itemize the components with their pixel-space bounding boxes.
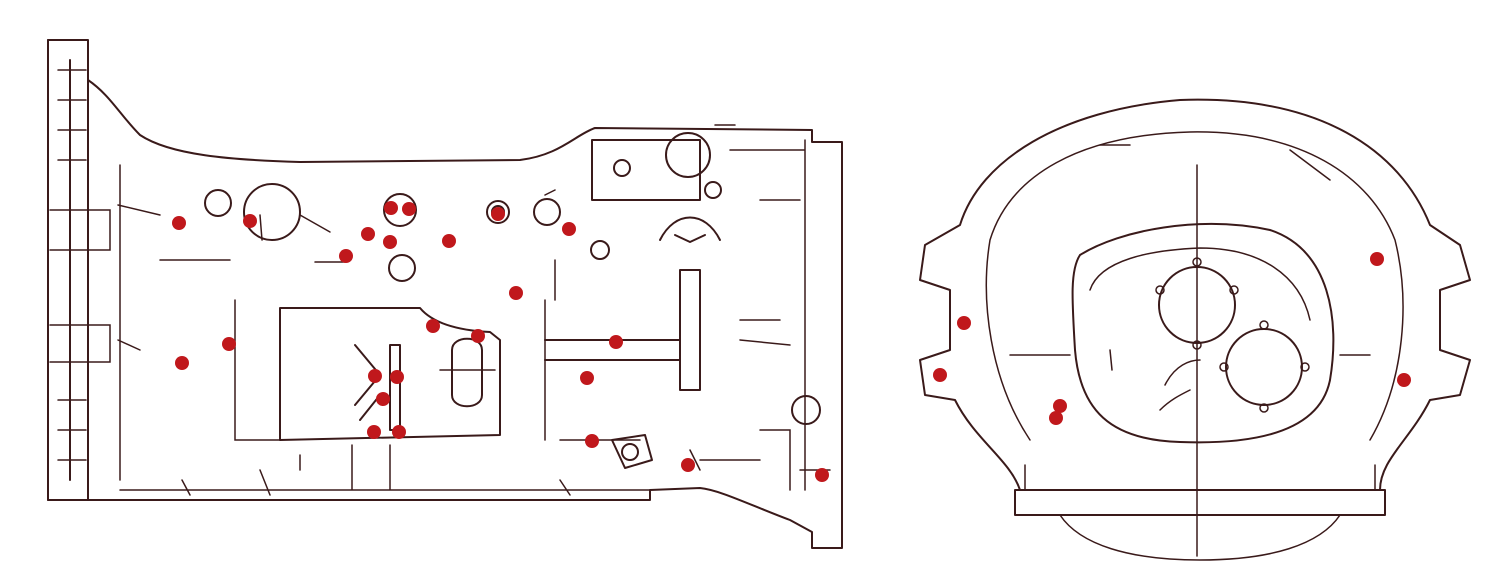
- side-view-marker-5: [384, 201, 398, 215]
- side-view-marker-23: [585, 434, 599, 448]
- front-view-marker-1: [957, 316, 971, 330]
- side-view-outline: [47, 39, 843, 549]
- side-view-marker-18: [390, 370, 404, 384]
- front-view-marker-2: [933, 368, 947, 382]
- front-view-outline: [919, 98, 1471, 561]
- side-view-marker-20: [367, 425, 381, 439]
- side-view-marker-3: [361, 227, 375, 241]
- side-view-marker-21: [392, 425, 406, 439]
- side-view-marker-6: [402, 202, 416, 216]
- side-view-marker-2: [243, 214, 257, 228]
- side-view-marker-12: [426, 319, 440, 333]
- side-view-marker-17: [368, 369, 382, 383]
- front-view-marker-3: [1053, 399, 1067, 413]
- side-view-marker-19: [376, 392, 390, 406]
- side-view-marker-4: [383, 235, 397, 249]
- marker-layer: [172, 201, 1411, 482]
- side-view-marker-15: [175, 356, 189, 370]
- side-view-marker-14: [609, 335, 623, 349]
- side-view-marker-8: [442, 234, 456, 248]
- side-view-marker-16: [222, 337, 236, 351]
- side-view-marker-7: [339, 249, 353, 263]
- front-view-marker-6: [1397, 373, 1411, 387]
- side-view-marker-24: [681, 458, 695, 472]
- front-view-marker-5: [1370, 252, 1384, 266]
- side-view-marker-1: [172, 216, 186, 230]
- side-view-marker-11: [509, 286, 523, 300]
- side-view-marker-9: [491, 207, 505, 221]
- side-view-marker-25: [815, 468, 829, 482]
- side-view-marker-10: [562, 222, 576, 236]
- side-view-marker-22: [580, 371, 594, 385]
- side-view-marker-13: [471, 329, 485, 343]
- front-view-marker-4: [1049, 411, 1063, 425]
